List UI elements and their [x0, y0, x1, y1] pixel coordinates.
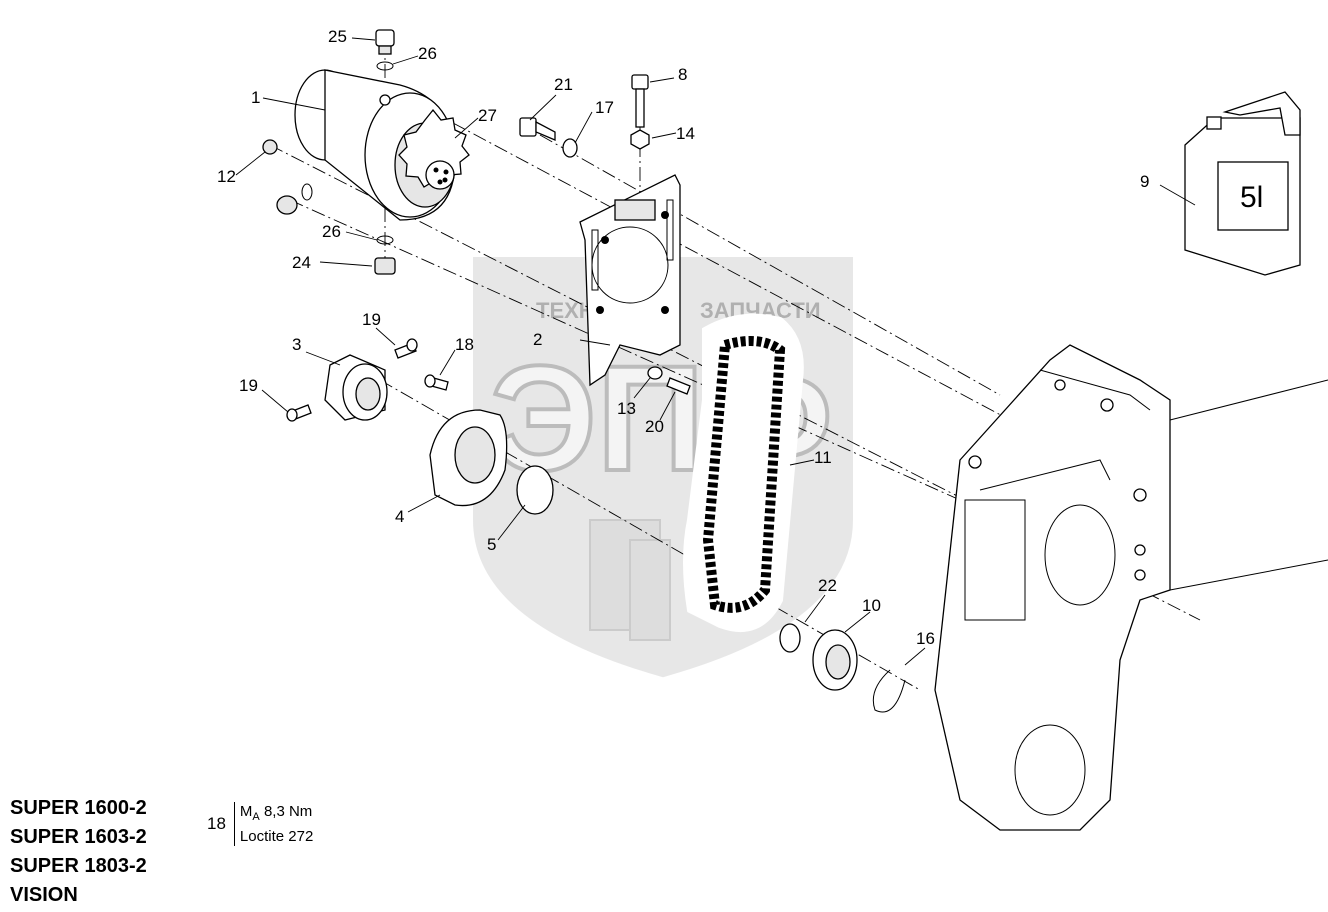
callout-3: 3 — [292, 335, 301, 354]
callout-22: 22 — [818, 576, 837, 595]
bolt-18 — [424, 374, 449, 391]
callout-25: 25 — [328, 27, 347, 46]
model-name: VISION — [10, 884, 78, 906]
callout-19-left: 19 — [239, 376, 258, 395]
bracket-plate — [579, 174, 681, 387]
torque-symbol: M — [239, 803, 253, 820]
leader-lines — [235, 37, 1196, 666]
bolt-19-top — [394, 338, 418, 359]
model-name: SUPER 1803-2 — [10, 855, 147, 877]
torque-note-spec: MA 8,3 Nm Loctite 272 — [233, 802, 314, 846]
model-name: SUPER 1600-2 — [10, 797, 147, 819]
callout-21: 21 — [554, 75, 573, 94]
callout-5: 5 — [487, 535, 496, 554]
torque-note-part-number: 18 — [207, 814, 226, 833]
model-list: SUPER 1600-2 SUPER 1603-2 SUPER 1803-2 V… — [10, 794, 147, 910]
callout-20: 20 — [645, 417, 664, 436]
roller-chain — [683, 313, 804, 632]
bolt-8 — [631, 74, 649, 128]
bolt-19-left — [286, 404, 312, 422]
bearing-10 — [812, 629, 858, 691]
torque-amount: 8,3 Nm — [263, 803, 313, 820]
callout-11: 11 — [814, 448, 832, 467]
bolt-21 — [519, 117, 556, 141]
callout-27: 27 — [478, 106, 497, 125]
callout-18: 18 — [455, 335, 474, 354]
callout-1: 1 — [251, 88, 260, 107]
torque-value-line: MA 8,3 Nm — [240, 802, 313, 827]
washer-17 — [562, 138, 578, 158]
retaining-ring-22 — [779, 623, 801, 653]
torque-note: 18 MA 8,3 Nm Loctite 272 — [207, 802, 314, 846]
callout-26-bottom: 26 — [322, 222, 341, 241]
model-name: SUPER 1603-2 — [10, 826, 147, 848]
callout-2: 2 — [533, 330, 542, 349]
callouts: 1 2 3 4 5 8 9 10 11 12 13 14 16 17 18 19… — [217, 27, 1149, 648]
callout-8: 8 — [678, 65, 687, 84]
callout-12: 12 — [217, 167, 236, 186]
callout-10: 10 — [862, 596, 881, 615]
callout-4: 4 — [395, 507, 404, 526]
plug-25 — [375, 29, 395, 55]
drive-housing — [934, 344, 1328, 831]
plug-12 — [262, 139, 278, 155]
sprocket — [398, 108, 470, 190]
plug-24 — [374, 257, 396, 275]
ring-5 — [516, 465, 554, 515]
callout-16: 16 — [916, 629, 935, 648]
callout-14: 14 — [676, 124, 695, 143]
flange — [429, 409, 508, 507]
seal-ring-26-top — [376, 61, 394, 71]
bearing-housing — [324, 354, 388, 421]
screw-plug-side — [276, 183, 313, 215]
callout-24: 24 — [292, 253, 311, 272]
callout-13: 13 — [617, 399, 636, 418]
circlip-16 — [872, 669, 906, 713]
callout-17: 17 — [595, 98, 614, 117]
callout-26-top: 26 — [418, 44, 437, 63]
gear-motor — [294, 69, 470, 221]
torque-symbol-subscript: A — [252, 811, 260, 823]
washer-13 — [647, 366, 663, 380]
bolt-20 — [666, 377, 691, 395]
nut-14 — [630, 129, 650, 150]
callout-9: 9 — [1140, 172, 1149, 191]
adhesive-spec: Loctite 272 — [239, 828, 314, 845]
oil-canister: 5l — [1184, 91, 1301, 276]
callout-19-top: 19 — [362, 310, 381, 329]
oil-can-volume-label: 5l — [1240, 181, 1263, 214]
